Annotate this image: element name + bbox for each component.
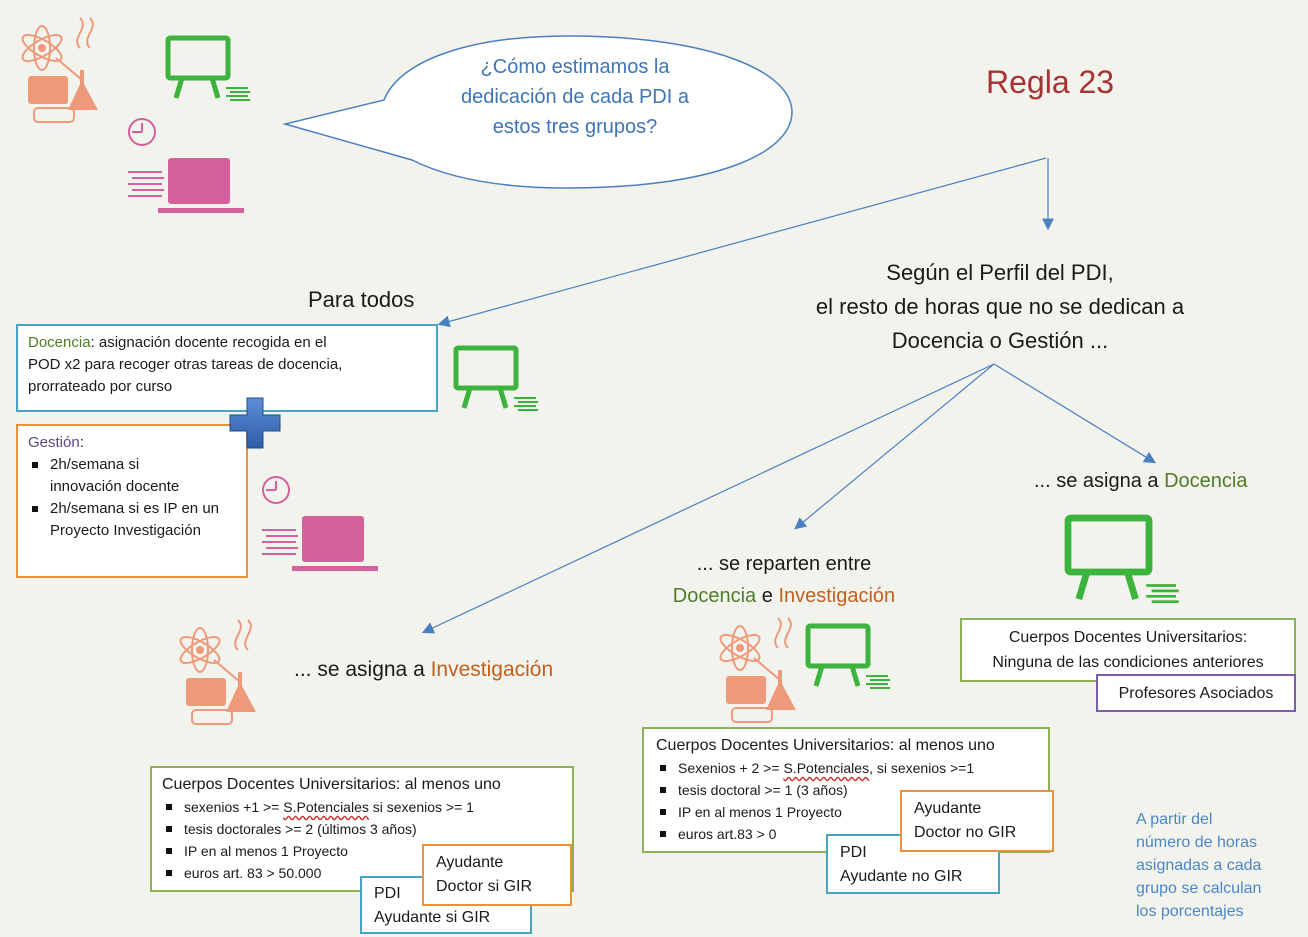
docencia-term: Docencia — [28, 334, 91, 351]
branch-term-docencia: Docencia — [672, 585, 757, 607]
list-item: Sexenios + 2 >= S.Potenciales, si sexeni… — [656, 757, 1036, 779]
gestion-box: Gestión: 2h/semana si innovación docente… — [16, 424, 248, 578]
ayudante-doctor-no-gir-box: Ayudante Doctor no GIR — [900, 790, 1054, 852]
ayudante-line-2: Doctor no GIR — [914, 824, 1017, 841]
ayudante-doctor-gir-box: Ayudante Doctor si GIR — [422, 844, 572, 906]
criteria-line-1: Cuerpos Docentes Universitarios: — [1008, 629, 1248, 646]
docencia-text-2: POD x2 para recoger otras tareas de doce… — [28, 356, 343, 373]
footer-note: A partir del número de horas asignadas a… — [1136, 811, 1262, 920]
docencia-text-1: : asignación docente recogida en el — [90, 334, 327, 351]
arrow-to-reparten — [794, 363, 995, 530]
speech-bubble-text: ¿Cómo estimamos la dedicación de cada PD… — [461, 56, 689, 138]
criteria-line-2: Ninguna de las condiciones anteriores — [992, 654, 1264, 671]
chalkboard-icon — [1068, 518, 1179, 602]
pdi-line-1: PDI — [374, 885, 401, 902]
criteria-title: Cuerpos Docentes Universitarios: al meno… — [656, 737, 995, 754]
rule-title: Regla 23 — [986, 64, 1115, 100]
list-item: 2h/semana si innovación docente — [28, 454, 200, 498]
perfil-line-1: Según el Perfil del PDI, — [886, 260, 1114, 285]
science-icon — [175, 619, 257, 725]
asociados-label: Profesores Asociados — [1118, 685, 1274, 702]
list-item: euros art. 83 > 50.000 — [162, 862, 562, 884]
branch-reparten-label: ... se reparten entre Docencia e Investi… — [654, 548, 914, 612]
criteria-list: Sexenios + 2 >= S.Potenciales, si sexeni… — [656, 757, 1036, 845]
arrow-rule-to-todos — [437, 157, 1047, 328]
list-item: IP en al menos 1 Proyecto — [162, 840, 562, 862]
branch-prefix: ... se asigna a — [294, 658, 431, 681]
laptop-icon — [127, 118, 245, 214]
list-item: 2h/semana si es IP en un Proyecto Invest… — [28, 498, 228, 542]
criteria-list: sexenios +1 >= S.Potenciales si sexenios… — [162, 796, 562, 884]
science-icon — [715, 617, 797, 723]
branch-term: Investigación — [430, 658, 554, 681]
pdi-line-2: Ayudante no GIR — [840, 868, 963, 885]
investigacion-criteria-box: Cuerpos Docentes Universitarios: al meno… — [150, 766, 574, 892]
list-item: IP en al menos 1 Proyecto — [656, 801, 1036, 823]
branch-term-investigacion: Investigación — [778, 585, 896, 607]
list-item: tesis doctorales >= 2 (últimos 3 años) — [162, 818, 562, 840]
chalkboard-icon — [808, 626, 890, 688]
ayudante-line-2: Doctor si GIR — [436, 878, 533, 895]
chalkboard-icon — [456, 348, 538, 410]
docencia-text-3: prorrateado por curso — [28, 378, 173, 395]
gestion-colon: : — [79, 434, 84, 451]
criteria-title: Cuerpos Docentes Universitarios: al meno… — [162, 776, 501, 793]
arrow-to-investigacion — [421, 363, 995, 634]
branch-prefix: ... se reparten entre — [696, 553, 872, 575]
ayudante-line-1: Ayudante — [914, 800, 982, 817]
perfil-line-2: el resto de horas que no se dedican a — [815, 294, 1185, 319]
laptop-icon — [261, 476, 379, 572]
arrow-to-docencia — [993, 363, 1157, 464]
chalkboard-icon — [168, 38, 250, 100]
profesores-asociados-box: Profesores Asociados — [1096, 674, 1296, 712]
list-item: euros art.83 > 0 — [656, 823, 1036, 845]
docencia-criteria-box: Cuerpos Docentes Universitarios: Ninguna… — [960, 618, 1296, 682]
branch-joiner: e — [756, 585, 779, 607]
list-item: sexenios +1 >= S.Potenciales si sexenios… — [162, 796, 562, 818]
perfil-text: Según el Perfil del PDI, el resto de hor… — [760, 256, 1240, 358]
branch-docencia-label: ... se asigna a Docencia — [1034, 470, 1247, 493]
para-todos-label: Para todos — [308, 287, 415, 312]
pdi-line-1: PDI — [840, 844, 867, 861]
perfil-line-3: Docencia o Gestión ... — [891, 328, 1109, 353]
ayudante-line-1: Ayudante — [436, 854, 504, 871]
list-item: tesis doctoral >= 1 (3 años) — [656, 779, 1036, 801]
docencia-box: Docencia: asignación docente recogida en… — [16, 324, 438, 412]
pdi-line-2: Ayudante si GIR — [374, 909, 491, 926]
speech-bubble-shape — [282, 35, 793, 189]
branch-investigacion-label: ... se asigna a Investigación — [294, 658, 553, 682]
branch-term: Docencia — [1164, 470, 1248, 492]
science-icon — [17, 17, 99, 123]
gestion-list: 2h/semana si innovación docente 2h/seman… — [28, 454, 236, 542]
branch-prefix: ... se asigna a — [1034, 470, 1165, 492]
plus-icon — [229, 397, 281, 449]
gestion-term: Gestión — [28, 434, 80, 451]
